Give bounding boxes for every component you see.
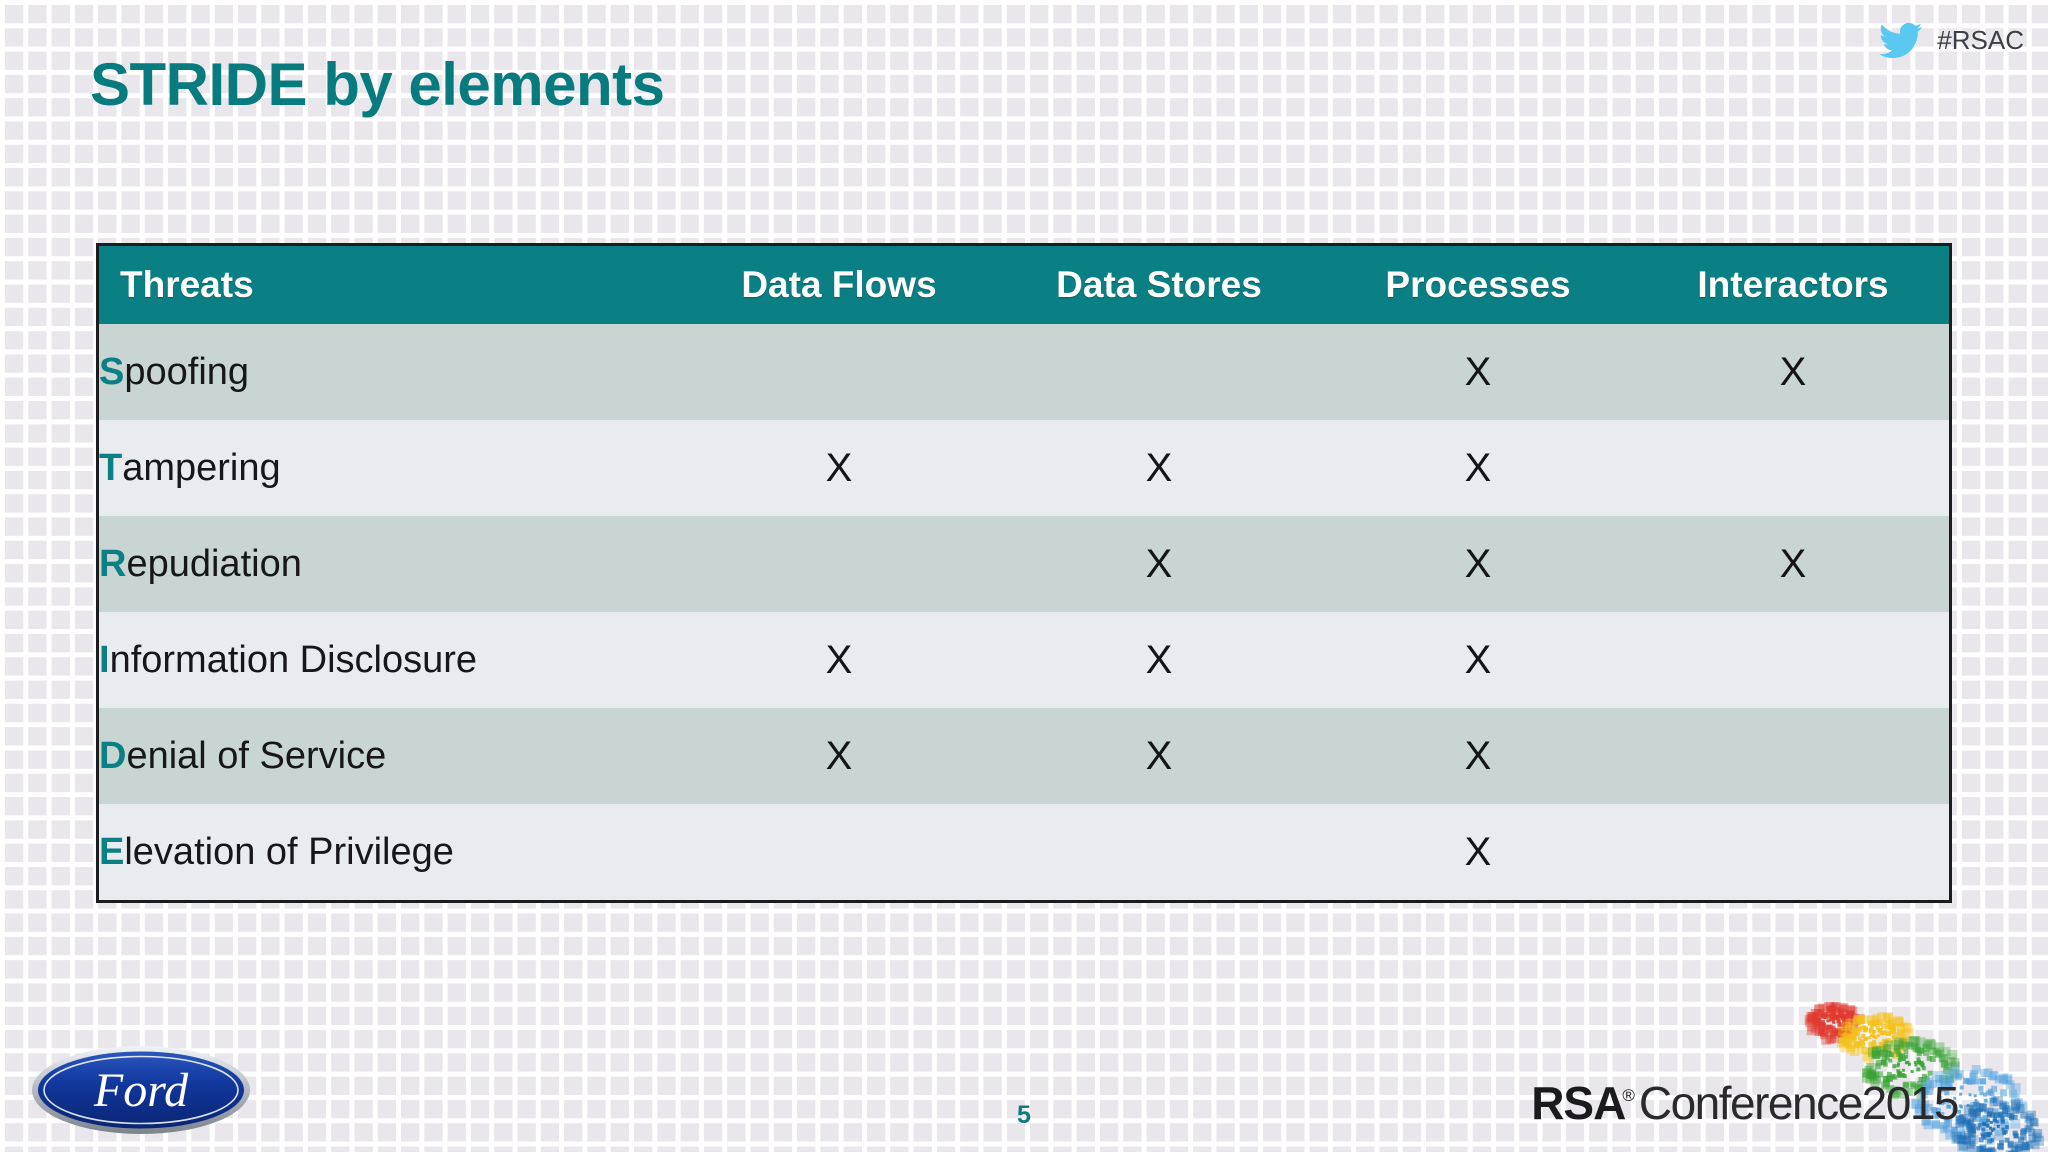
table-row: Elevation of Privilege X — [99, 804, 1949, 900]
table-row: Information Disclosure X X X — [99, 612, 1949, 708]
stride-table-container: Threats Data Flows Data Stores Processes… — [96, 243, 1952, 903]
threat-mark-cell: X — [825, 637, 853, 682]
stride-table: Threats Data Flows Data Stores Processes… — [99, 246, 1949, 900]
hashtag-block: #RSAC — [1879, 22, 2024, 58]
rsa-wordmark-bold: RSA — [1531, 1077, 1626, 1129]
threat-mark-cell — [679, 804, 999, 900]
column-header-data-flows: Data Flows — [741, 264, 937, 305]
threat-mark-cell — [679, 516, 999, 612]
threat-mark-cell: X — [1464, 733, 1492, 778]
threat-mark-cell — [999, 804, 1319, 900]
table-row: Tampering X X X — [99, 420, 1949, 516]
threat-rest: levation of Privilege — [124, 830, 454, 873]
threat-initial: I — [99, 638, 110, 681]
threat-label: Spoofing — [99, 324, 679, 420]
column-header-data-stores: Data Stores — [1056, 264, 1262, 305]
table-row: Denial of Service X X X — [99, 708, 1949, 804]
threat-label: Repudiation — [99, 516, 679, 612]
column-header-interactors: Interactors — [1697, 264, 1889, 305]
table-header: Threats Data Flows Data Stores Processes… — [99, 246, 1949, 324]
threat-initial: E — [99, 830, 125, 873]
threat-mark-cell: X — [1464, 349, 1492, 394]
column-header-threats: Threats — [120, 264, 254, 305]
threat-mark-cell — [1637, 612, 1949, 708]
threat-rest: poofing — [124, 350, 250, 393]
threat-mark-cell: X — [1145, 541, 1173, 586]
threat-label: Denial of Service — [99, 708, 679, 804]
threat-mark-cell: X — [825, 733, 853, 778]
rsa-wordmark-light: Conference2015 — [1638, 1077, 1960, 1129]
rsa-conference-logo: RSA ® Conference2015 — [1531, 1076, 1960, 1130]
threat-rest: ampering — [122, 446, 281, 489]
twitter-bird-icon — [1879, 22, 1923, 58]
rsa-mosaic-graphic — [1778, 1001, 2048, 1152]
hashtag-label: #RSAC — [1937, 24, 2024, 55]
table-row: Spoofing X X — [99, 324, 1949, 420]
threat-mark-cell: X — [1779, 541, 1807, 586]
threat-label: Information Disclosure — [99, 612, 679, 708]
rsa-registered-mark: ® — [1622, 1086, 1635, 1105]
threat-mark-cell: X — [825, 445, 853, 490]
table-header-row: Threats Data Flows Data Stores Processes… — [99, 246, 1949, 324]
ford-logo: Ford — [30, 1042, 252, 1138]
threat-mark-cell: X — [1464, 829, 1492, 874]
threat-rest: nformation Disclosure — [109, 638, 478, 681]
column-header-processes: Processes — [1385, 264, 1571, 305]
threat-rest: epudiation — [126, 542, 302, 585]
threat-initial: D — [99, 734, 127, 777]
threat-mark-cell — [1637, 708, 1949, 804]
threat-label: Elevation of Privilege — [99, 804, 679, 900]
threat-mark-cell — [999, 324, 1319, 420]
threat-mark-cell: X — [1779, 349, 1807, 394]
threat-rest: enial of Service — [126, 734, 387, 777]
threat-mark-cell — [1637, 804, 1949, 900]
page-number: 5 — [1017, 1101, 1031, 1129]
threat-mark-cell: X — [1464, 445, 1492, 490]
threat-mark-cell: X — [1145, 445, 1173, 490]
threat-mark-cell: X — [1145, 733, 1173, 778]
svg-text:Ford: Ford — [93, 1064, 189, 1117]
threat-mark-cell — [679, 324, 999, 420]
table-row: Repudiation X X X — [99, 516, 1949, 612]
threat-initial: S — [99, 350, 125, 393]
threat-mark-cell — [1637, 420, 1949, 516]
page-title: STRIDE by elements — [90, 51, 665, 118]
threat-label: Tampering — [99, 420, 679, 516]
threat-initial: R — [99, 542, 127, 585]
threat-initial: T — [99, 446, 123, 489]
threat-mark-cell: X — [1145, 637, 1173, 682]
threat-mark-cell: X — [1464, 637, 1492, 682]
threat-mark-cell: X — [1464, 541, 1492, 586]
